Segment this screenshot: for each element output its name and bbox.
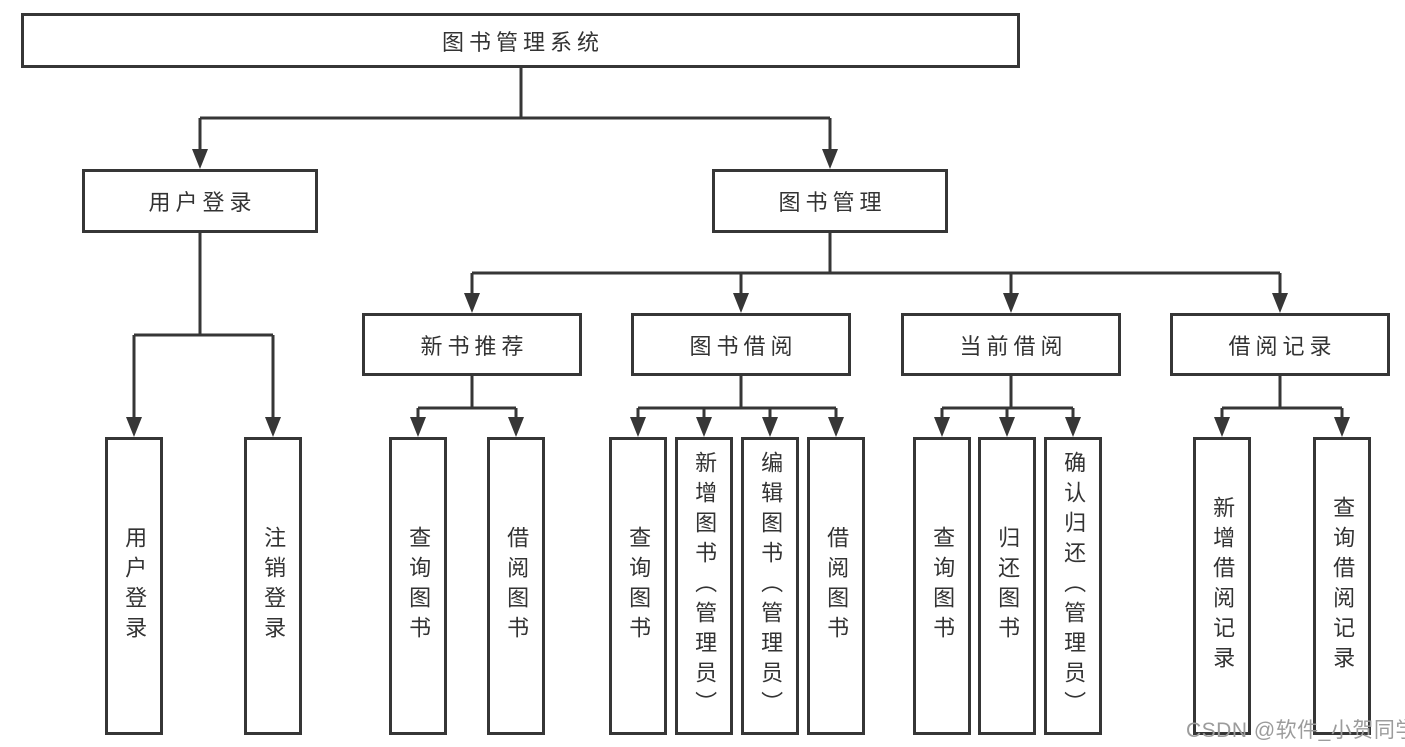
leaf-query-books-borrow: 查询图书 [609, 437, 667, 735]
arrowhead-icon [1065, 417, 1081, 437]
node-root: 图书管理系统 [21, 13, 1020, 68]
node-borrow-record-label: 借阅记录 [1228, 333, 1337, 359]
csdn-watermark: CSDN @软件_小贺同学 [1186, 719, 1405, 742]
node-current-borrow: 当前借阅 [901, 313, 1121, 376]
arrowhead-icon [265, 417, 281, 437]
arrowhead-icon [1334, 417, 1350, 437]
arrowhead-icon [733, 293, 749, 313]
node-book-borrow-label: 图书借阅 [689, 333, 798, 359]
leaf-label: 查询图书 [930, 526, 956, 646]
arrowhead-icon [464, 293, 480, 313]
node-book-borrow: 图书借阅 [631, 313, 851, 376]
node-new-book-recommend: 新书推荐 [362, 313, 582, 376]
leaf-label: 借阅图书 [824, 526, 850, 646]
edge-user-login-to-leaves [126, 233, 281, 437]
edge-book-management-to-level3 [464, 233, 1288, 313]
leaf-query-books-recommend: 查询图书 [389, 437, 447, 735]
edge-new-book-recommend-to-leaves [410, 376, 524, 437]
leaf-label: 归还图书 [995, 526, 1021, 646]
arrowhead-icon [762, 417, 778, 437]
arrowhead-icon [828, 417, 844, 437]
leaf-label: 查询借阅记录 [1330, 496, 1356, 676]
edge-root-to-level2 [192, 68, 838, 169]
node-user-login: 用户登录 [82, 169, 318, 233]
leaf-label: 用户登录 [122, 526, 148, 646]
arrowhead-icon [410, 417, 426, 437]
leaf-query-borrow-record: 查询借阅记录 [1313, 437, 1371, 735]
arrowhead-icon [822, 149, 838, 169]
arrowhead-icon [508, 417, 524, 437]
leaf-confirm-return-admin: 确认归还（管理员） [1044, 437, 1102, 735]
leaf-add-borrow-record: 新增借阅记录 [1193, 437, 1251, 735]
leaf-label: 新增图书（管理员） [692, 451, 718, 721]
arrowhead-icon [934, 417, 950, 437]
leaf-label: 新增借阅记录 [1210, 496, 1236, 676]
arrowhead-icon [696, 417, 712, 437]
leaf-label: 查询图书 [406, 526, 432, 646]
node-root-label: 图书管理系统 [441, 29, 604, 55]
edge-current-borrow-to-leaves [934, 376, 1081, 437]
leaf-logout: 注销登录 [244, 437, 302, 735]
arrowhead-icon [1214, 417, 1230, 437]
leaf-add-books-admin: 新增图书（管理员） [675, 437, 733, 735]
node-book-management: 图书管理 [712, 169, 948, 233]
leaf-label: 编辑图书（管理员） [758, 451, 784, 721]
node-current-borrow-label: 当前借阅 [959, 333, 1068, 359]
edge-borrow-record-to-leaves [1214, 376, 1350, 437]
arrowhead-icon [999, 417, 1015, 437]
leaf-user-login: 用户登录 [105, 437, 163, 735]
leaf-label: 查询图书 [626, 526, 652, 646]
leaf-label: 借阅图书 [504, 526, 530, 646]
arrowhead-icon [126, 417, 142, 437]
leaf-return-books: 归还图书 [978, 437, 1036, 735]
arrowhead-icon [192, 149, 208, 169]
node-user-login-label: 用户登录 [148, 190, 257, 215]
node-new-book-recommend-label: 新书推荐 [420, 333, 529, 359]
arrowhead-icon [1003, 293, 1019, 313]
node-borrow-record: 借阅记录 [1170, 313, 1390, 376]
leaf-borrow-books: 借阅图书 [807, 437, 865, 735]
leaf-label: 注销登录 [261, 526, 287, 646]
arrowhead-icon [1272, 293, 1288, 313]
leaf-label: 确认归还（管理员） [1061, 451, 1087, 721]
node-book-management-label: 图书管理 [778, 190, 887, 215]
leaf-edit-books-admin: 编辑图书（管理员） [741, 437, 799, 735]
arrowhead-icon [630, 417, 646, 437]
leaf-query-books-current: 查询图书 [913, 437, 971, 735]
edge-book-borrow-to-leaves [630, 376, 844, 437]
leaf-borrow-books-recommend: 借阅图书 [487, 437, 545, 735]
